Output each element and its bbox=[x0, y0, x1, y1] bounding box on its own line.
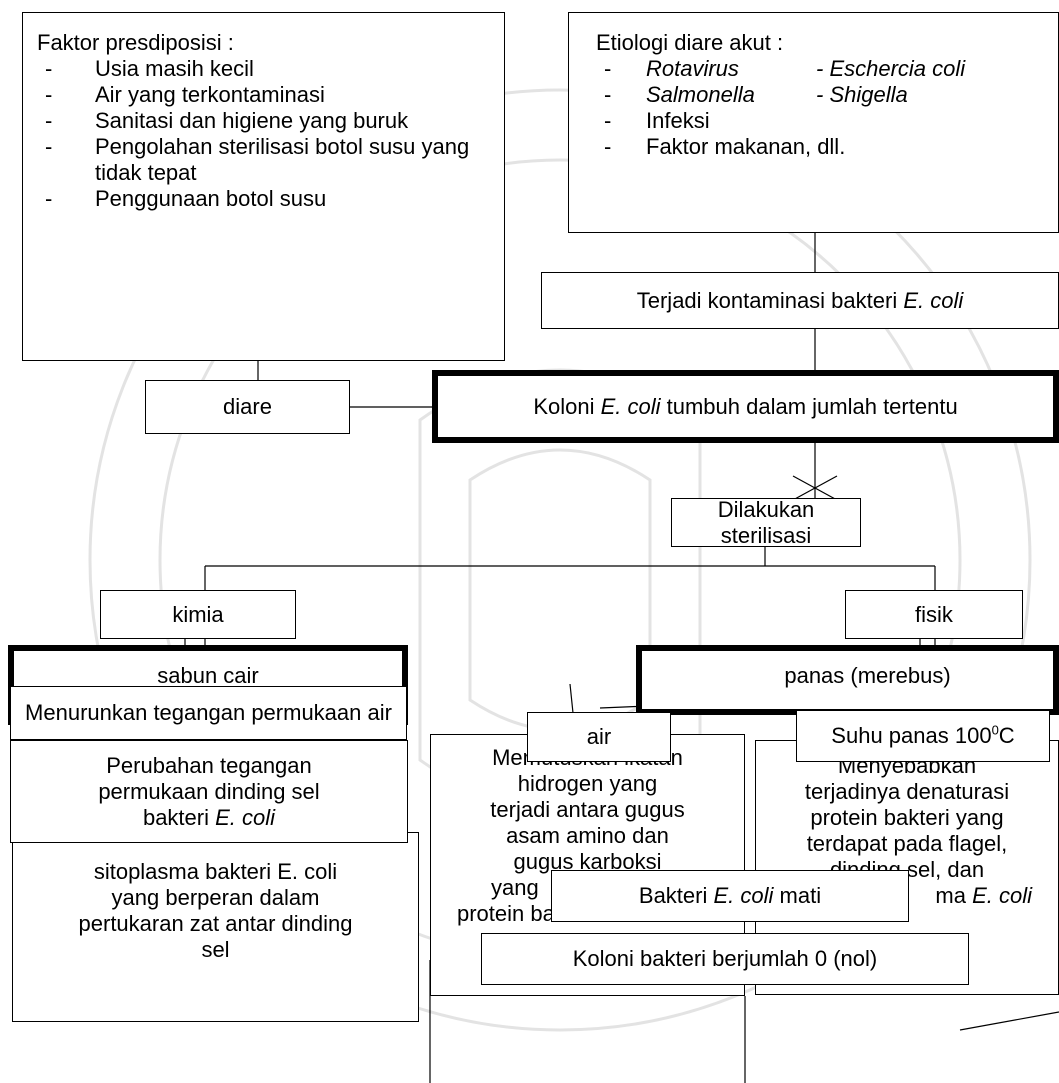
predisposition-title: Faktor presdiposisi : bbox=[37, 30, 234, 55]
sterilization-box: Dilakukan sterilisasi bbox=[671, 497, 861, 548]
bacteria-dead-box: Bakteri E. coli mati bbox=[551, 870, 909, 922]
water-box: air bbox=[527, 712, 671, 762]
zero-colony-box: Koloni bakteri berjumlah 0 (nol) bbox=[481, 933, 969, 985]
etiology-list: Rotavirus- Eschercia coli Salmonella- Sh… bbox=[596, 56, 1048, 160]
list-item: Penggunaan botol susu bbox=[37, 186, 492, 212]
list-item: Sanitasi dan higiene yang buruk bbox=[37, 108, 492, 134]
contamination-box: Terjadi kontaminasi bakteri E. coli bbox=[541, 272, 1059, 329]
predisposition-list: Usia masih kecil Air yang terkontaminasi… bbox=[37, 56, 492, 212]
list-item: Salmonella- Shigella bbox=[596, 82, 1048, 108]
cytoplasm-box: sitoplasma bakteri E. coli yang berperan… bbox=[12, 832, 419, 1022]
surface-tension-change-box: Perubahan tegangan permukaan dinding sel… bbox=[10, 740, 408, 843]
temperature-box: Suhu panas 1000C bbox=[796, 710, 1050, 762]
list-item: Rotavirus- Eschercia coli bbox=[596, 56, 1048, 82]
physical-box: fisik bbox=[845, 590, 1023, 639]
etiology-box: Etiologi diare akut : Rotavirus- Escherc… bbox=[568, 12, 1059, 233]
etiology-title: Etiologi diare akut : bbox=[596, 30, 784, 55]
list-item: Usia masih kecil bbox=[37, 56, 492, 82]
lower-surface-tension-box: Menurunkan tegangan permukaan air bbox=[10, 686, 407, 740]
predisposition-box: Faktor presdiposisi : Usia masih kecil A… bbox=[22, 12, 505, 361]
list-item: Faktor makanan, dll. bbox=[596, 134, 1048, 160]
list-item: Air yang terkontaminasi bbox=[37, 82, 492, 108]
list-item: Infeksi bbox=[596, 108, 1048, 134]
chemical-box: kimia bbox=[100, 590, 296, 639]
list-item: Pengolahan sterilisasi botol susu yang t… bbox=[37, 134, 492, 186]
heat-boiling-box: panas (merebus) bbox=[636, 645, 1059, 715]
colony-growth-box: Koloni E. coli tumbuh dalam jumlah terte… bbox=[432, 370, 1059, 443]
diarrhea-box: diare bbox=[145, 380, 350, 434]
